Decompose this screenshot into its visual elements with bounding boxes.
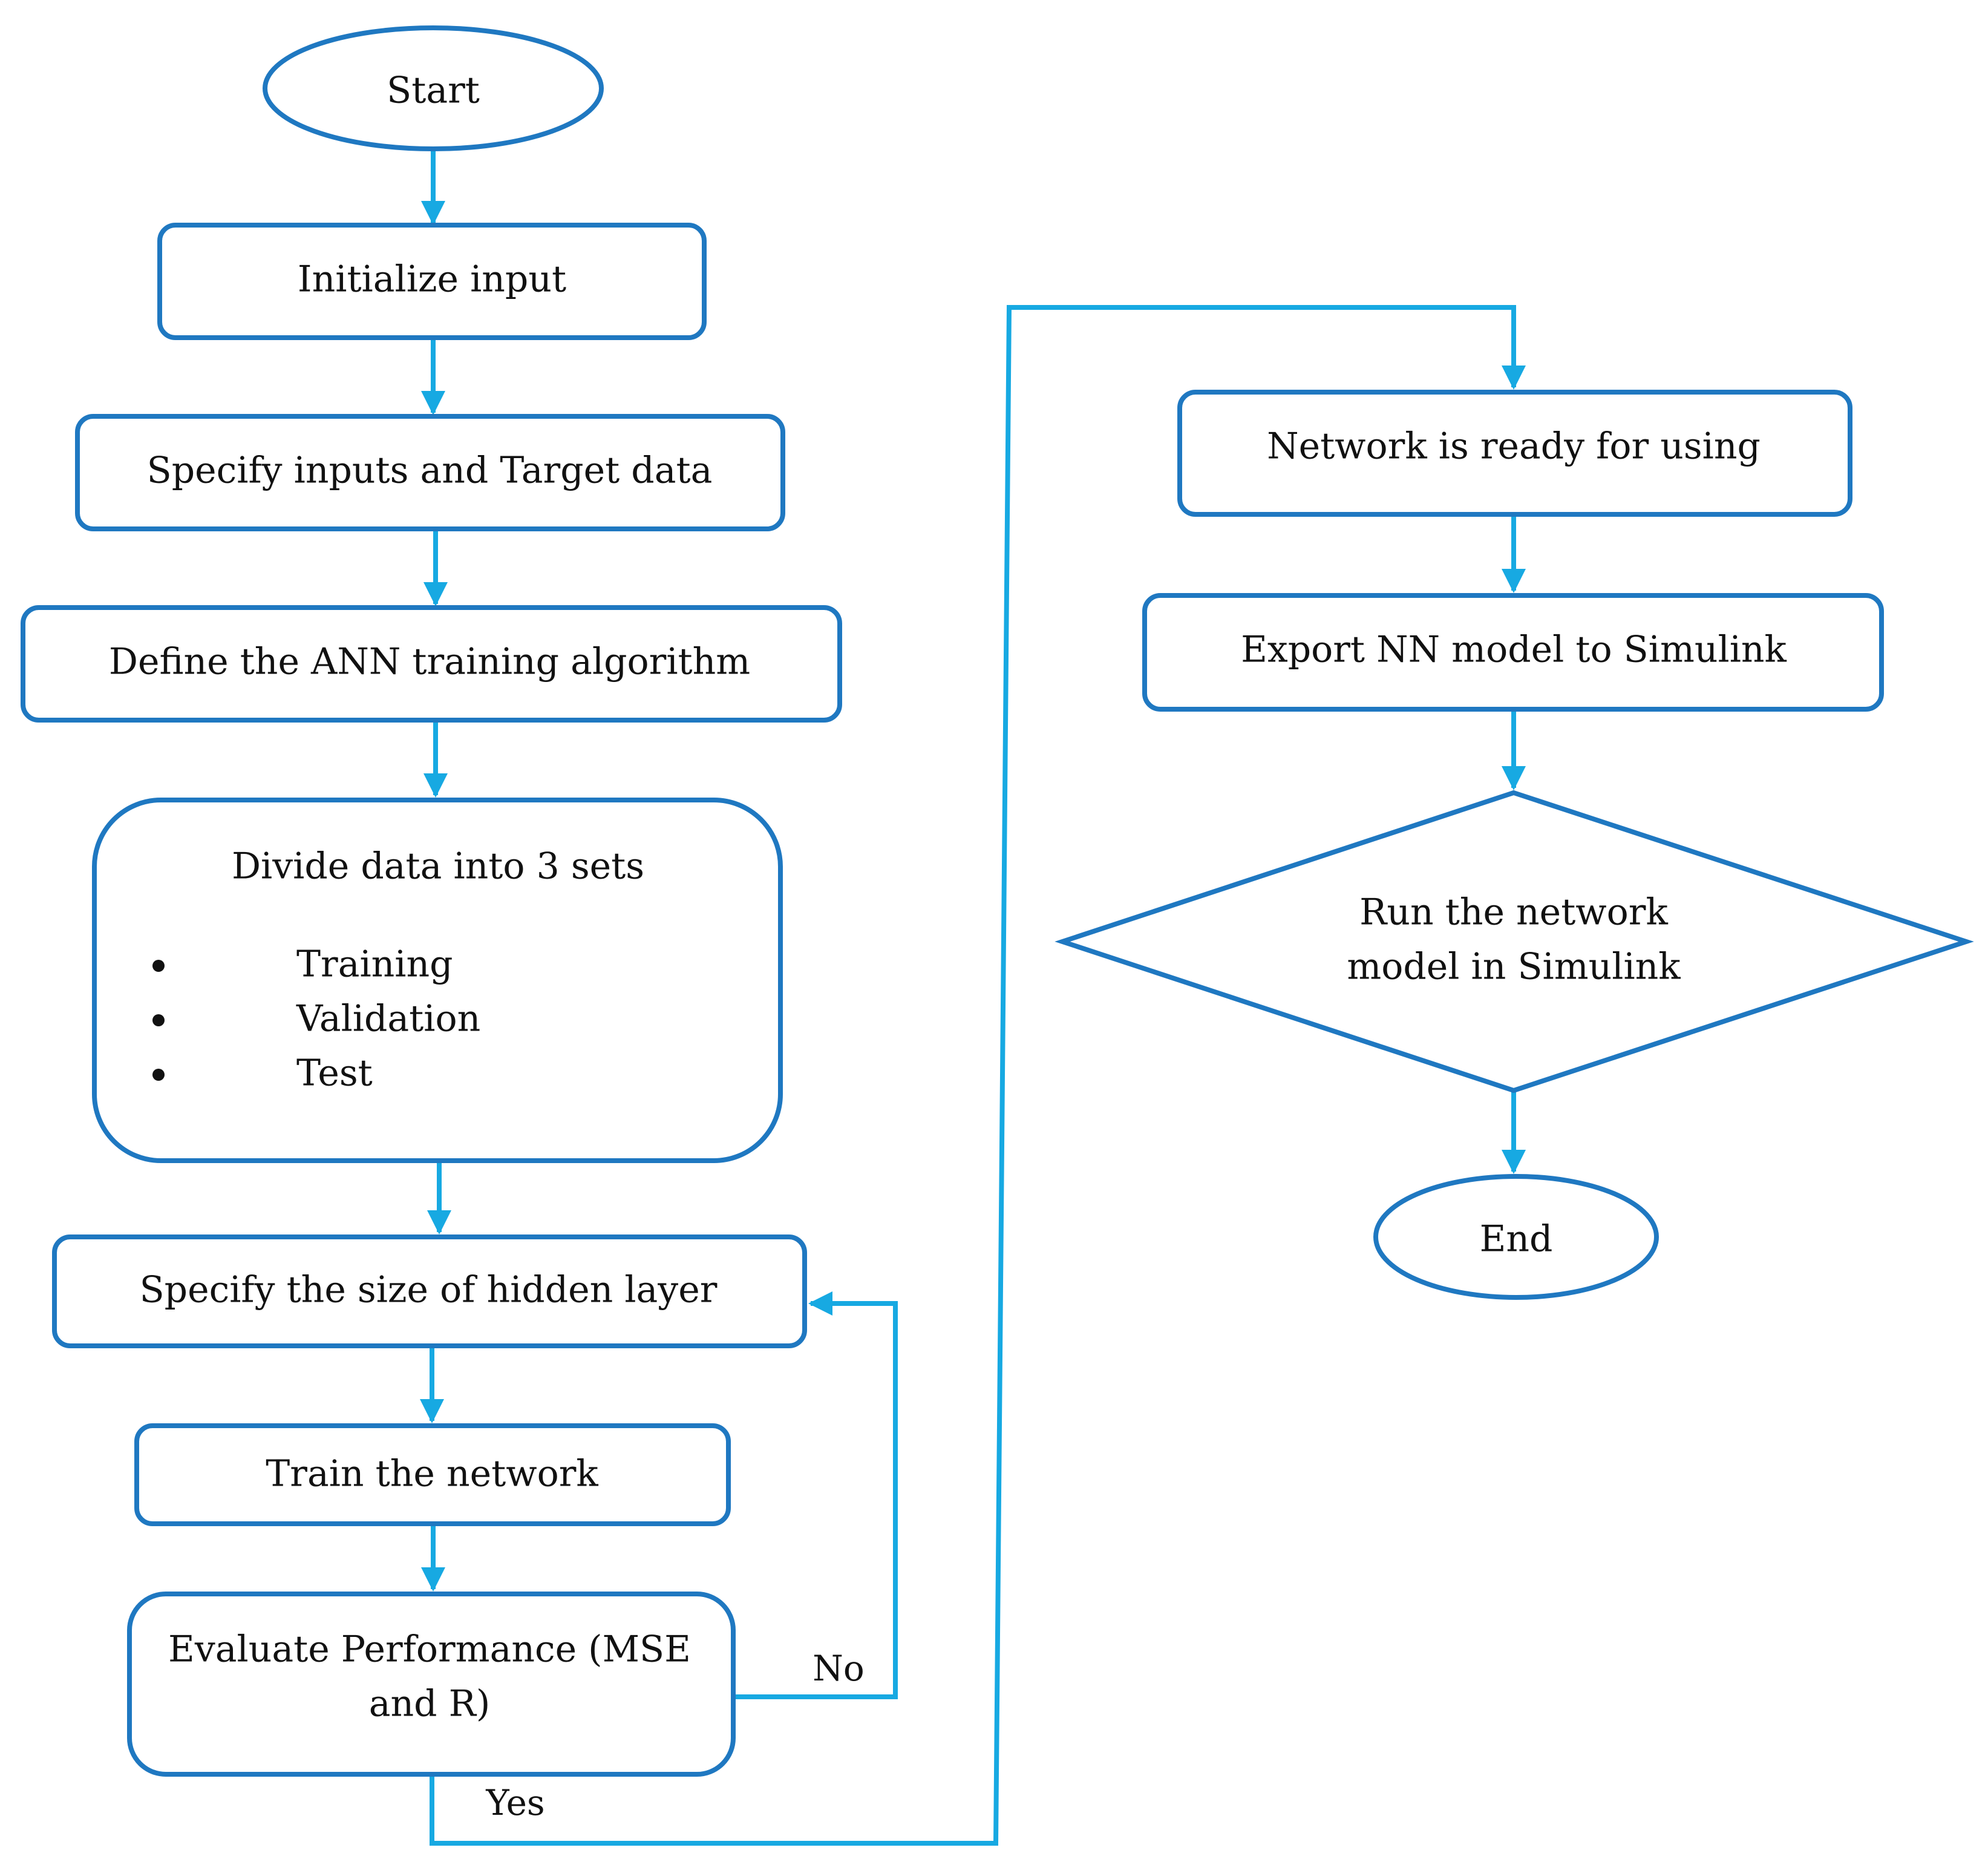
- network-ready-box: [1177, 390, 1852, 517]
- define-algorithm-label: Define the ANN training algorithm: [109, 641, 750, 683]
- divide-data-title: Divide data into 3 sets: [232, 845, 644, 888]
- specify-inputs-box: [75, 414, 785, 531]
- connectors: [420, 149, 1526, 1846]
- bullet-training: [152, 960, 165, 972]
- initialize-input-node: Initialize input: [157, 223, 707, 340]
- start-node: Start: [263, 25, 604, 151]
- divide-item-validation: Validation: [296, 998, 480, 1040]
- no-branch-label: No: [813, 1648, 865, 1689]
- evaluate-label-line2: and R): [369, 1683, 490, 1725]
- start-ellipse: [263, 25, 604, 151]
- evaluate-box: [127, 1592, 736, 1777]
- divide-item-training: Training: [296, 943, 453, 986]
- divide-data-box: [92, 798, 783, 1163]
- train-network-label: Train the network: [266, 1453, 598, 1495]
- export-label: Export NN model to Simulink: [1241, 629, 1787, 671]
- define-algorithm-box: [21, 605, 842, 723]
- hidden-layer-box: [52, 1234, 807, 1348]
- train-network-node: Train the network: [134, 1423, 731, 1526]
- train-network-box: [134, 1423, 731, 1526]
- run-decision-node: Run the network model in Simulink: [1054, 790, 1974, 1093]
- hidden-layer-label: Specify the size of hidden layer: [140, 1269, 718, 1311]
- network-ready-label: Network is ready for using: [1267, 425, 1761, 468]
- end-node: End: [1373, 1174, 1659, 1300]
- arrow-no-loop-back: [733, 1291, 898, 1699]
- export-box: [1142, 593, 1884, 712]
- divide-data-node: Divide data into 3 sets Training Validat…: [92, 798, 783, 1163]
- run-label-line2: model in Simulink: [1347, 946, 1681, 988]
- yes-branch-label: Yes: [485, 1782, 544, 1823]
- end-label: End: [1480, 1218, 1553, 1261]
- network-ready-node: Network is ready for using: [1177, 390, 1852, 517]
- run-label-line1: Run the network: [1359, 891, 1668, 934]
- bullet-test: [152, 1069, 165, 1081]
- evaluate-label-line1: Evaluate Performance (MSE: [168, 1628, 691, 1671]
- run-decision-diamond: [1054, 790, 1974, 1093]
- specify-inputs-node: Specify inputs and Target data: [75, 414, 785, 531]
- hidden-layer-node: Specify the size of hidden layer: [52, 1234, 807, 1348]
- define-algorithm-node: Define the ANN training algorithm: [21, 605, 842, 723]
- divide-item-test: Test: [296, 1052, 373, 1095]
- initialize-input-box: [157, 223, 707, 340]
- export-node: Export NN model to Simulink: [1142, 593, 1884, 712]
- initialize-input-label: Initialize input: [298, 258, 566, 301]
- bullet-validation: [152, 1014, 165, 1026]
- evaluate-node: Evaluate Performance (MSE and R): [127, 1592, 736, 1777]
- end-ellipse: [1373, 1174, 1659, 1300]
- start-label: Start: [387, 70, 480, 112]
- specify-inputs-label: Specify inputs and Target data: [147, 450, 713, 492]
- arrow-yes-to-network-ready: [430, 305, 1526, 1846]
